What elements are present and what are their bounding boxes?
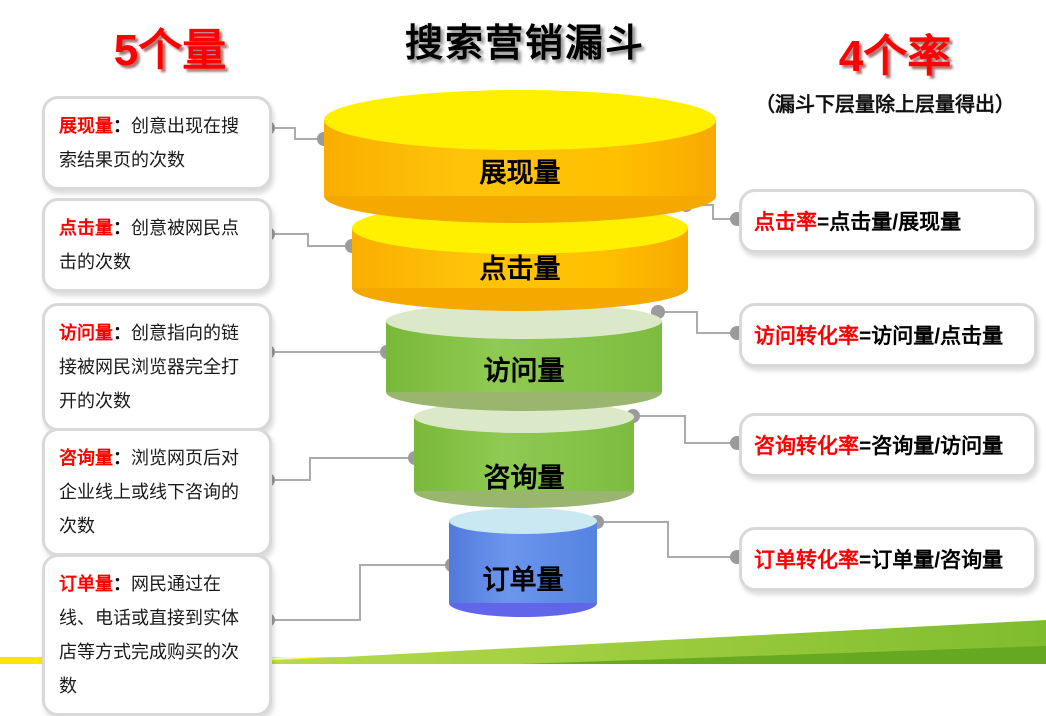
definition-text: 创意被网民点击的次数 bbox=[59, 218, 239, 272]
funnel-cylinder-impressions: 展现量 bbox=[324, 90, 716, 223]
rate-formula: =点击量/展现量 bbox=[817, 211, 962, 234]
slide-canvas: { "header": { "left_title": "5个量", "cent… bbox=[0, 23, 1046, 716]
funnel-diagram: 订单量 咨询量 访问量 点击量 展现量 bbox=[0, 90, 1046, 664]
wedge-highlight-line bbox=[249, 617, 1046, 661]
definition-separator: ： bbox=[113, 448, 131, 468]
rate-term: 订单转化率 bbox=[754, 549, 859, 572]
definition-text: 创意出现在搜索结果页的次数 bbox=[59, 116, 239, 170]
connector-right-3 bbox=[633, 415, 737, 444]
page-title: 搜索营销漏斗 bbox=[404, 23, 645, 65]
definition-text: 创意指向的链接被网民浏览器完全打开的次数 bbox=[59, 323, 239, 411]
connector-lines bbox=[268, 127, 737, 621]
connector-right-2 bbox=[658, 311, 737, 334]
green-wedge-shade bbox=[520, 646, 1046, 664]
funnel-label-clicks: 点击量 bbox=[480, 254, 561, 284]
definition-separator: ： bbox=[113, 574, 131, 594]
definition-box-impressions: 展现量：创意出现在搜索结果页的次数 bbox=[42, 96, 272, 190]
right-heading: 4个率 bbox=[838, 32, 952, 81]
rate-box-inquiry-conversion: 咨询转化率=咨询量/访问量 bbox=[739, 413, 1037, 477]
funnel-cylinder-orders: 订单量 bbox=[449, 508, 597, 617]
definition-box-clicks: 点击量：创意被网民点击的次数 bbox=[42, 198, 272, 292]
definition-term: 点击量 bbox=[59, 218, 113, 238]
funnel-label-impressions: 展现量 bbox=[480, 158, 561, 188]
definition-box-visits: 访问量：创意指向的链接被网民浏览器完全打开的次数 bbox=[42, 303, 272, 431]
connector-left-4 bbox=[268, 457, 415, 481]
left-heading: 5个量 bbox=[113, 26, 227, 75]
definition-box-orders: 订单量：网民通过在线、电话或直接到实体店等方式完成购买的次数 bbox=[42, 554, 272, 716]
definition-term: 访问量 bbox=[59, 323, 113, 343]
definition-separator: ： bbox=[113, 323, 131, 343]
definition-term: 展现量 bbox=[59, 116, 113, 136]
connector-right-4 bbox=[597, 521, 737, 558]
connector-left-1 bbox=[268, 127, 324, 140]
rate-box-ctr: 点击率=点击量/展现量 bbox=[739, 189, 1037, 253]
right-subtitle: （漏斗下层量除上层量得出） bbox=[755, 94, 1015, 116]
definition-separator: ： bbox=[113, 218, 131, 238]
rate-term: 点击率 bbox=[754, 211, 817, 234]
definition-text: 浏览网页后对企业线上或线下咨询的次数 bbox=[59, 448, 239, 536]
definition-text: 网民通过在线、电话或直接到实体店等方式完成购买的次数 bbox=[59, 574, 239, 696]
funnel-cylinder-visits: 访问量 bbox=[386, 303, 662, 411]
rate-formula: =访问量/点击量 bbox=[859, 325, 1004, 348]
definition-term: 订单量 bbox=[59, 574, 113, 594]
funnel-label-orders: 订单量 bbox=[483, 565, 564, 595]
rate-term: 访问转化率 bbox=[754, 325, 859, 348]
rate-formula: =咨询量/访问量 bbox=[859, 435, 1004, 458]
connector-left-2 bbox=[268, 233, 352, 247]
definition-term: 咨询量 bbox=[59, 448, 113, 468]
definition-box-inquiries: 咨询量：浏览网页后对企业线上或线下咨询的次数 bbox=[42, 428, 272, 556]
funnel-cylinder-inquiries: 咨询量 bbox=[414, 401, 634, 508]
funnel-label-visits: 访问量 bbox=[484, 356, 565, 386]
connector-left-5 bbox=[268, 564, 452, 621]
bottom-swoosh bbox=[0, 617, 1046, 664]
definition-separator: ： bbox=[113, 116, 131, 136]
rate-box-order-conversion: 订单转化率=订单量/咨询量 bbox=[739, 527, 1037, 591]
funnel-cylinder-clicks: 点击量 bbox=[352, 202, 688, 311]
rate-term: 咨询转化率 bbox=[754, 435, 859, 458]
rate-box-visit-conversion: 访问转化率=访问量/点击量 bbox=[739, 303, 1037, 367]
funnel-label-inquiries: 咨询量 bbox=[484, 463, 565, 493]
rate-formula: =订单量/咨询量 bbox=[859, 549, 1004, 572]
